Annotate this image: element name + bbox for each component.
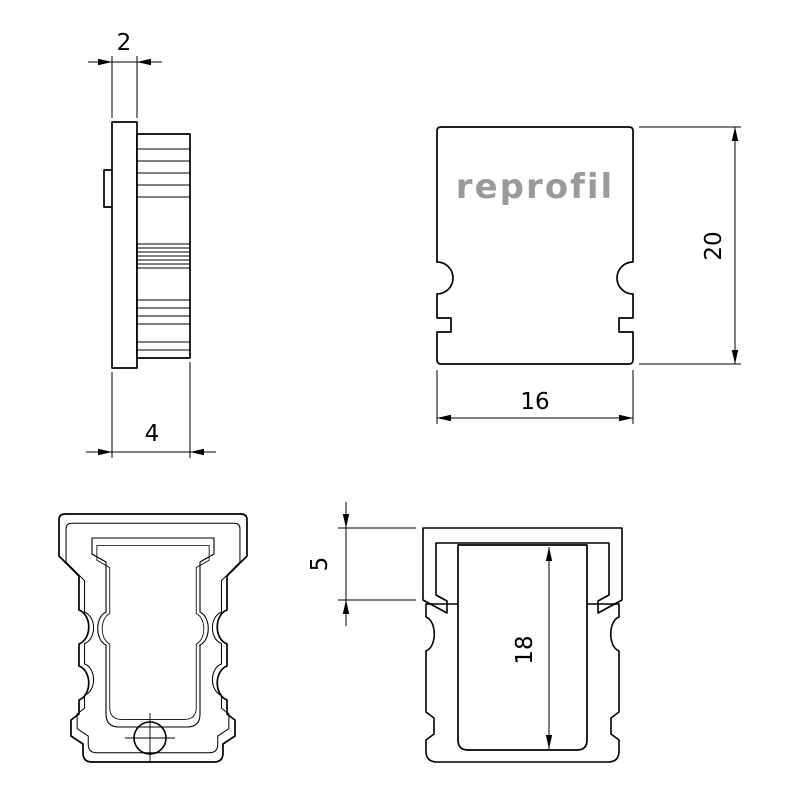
side-depth-dimension: 4 (86, 362, 216, 458)
front-view-outline (436, 126, 634, 365)
side-view-flange (111, 121, 138, 369)
section-inner-dimension: 18 (512, 547, 553, 749)
section-inner-label: 18 (512, 635, 538, 664)
arrowhead-icon (342, 514, 350, 528)
section-cap-label: 5 (307, 557, 333, 572)
profile-cavity (457, 544, 588, 751)
arrowhead-icon (98, 448, 112, 456)
arrowhead-icon (437, 414, 451, 422)
side-depth-label: 4 (145, 421, 160, 447)
side-thickness-label: 2 (117, 30, 132, 56)
side-view-rib-lines (137, 148, 190, 351)
side-thickness-dimension: 2 (88, 30, 162, 118)
front-height-dimension: 20 (639, 126, 741, 365)
side-view-body (136, 133, 191, 359)
section-cap-dimension: 5 (307, 502, 416, 626)
outline-view-inner-contour (65, 522, 241, 754)
arrowhead-icon (137, 58, 151, 66)
front-height-label: 20 (701, 231, 727, 260)
end-cap-section (422, 527, 623, 614)
outline-view (58, 513, 248, 763)
section-view: 5 18 (307, 502, 623, 763)
arrowhead-icon (342, 600, 350, 614)
arrowhead-icon (545, 547, 553, 561)
arrowhead-icon (98, 58, 112, 66)
side-view: 2 4 (86, 30, 216, 458)
front-width-dimension: 16 (436, 370, 634, 424)
profile-body (425, 603, 620, 763)
front-view: reprofil 16 20 (436, 126, 741, 424)
outline-view-channel (91, 537, 215, 728)
arrowhead-icon (619, 414, 633, 422)
arrowhead-icon (190, 448, 204, 456)
arrowhead-icon (731, 350, 739, 364)
screw-hole (125, 713, 175, 763)
arrowhead-icon (731, 127, 739, 141)
outline-view-channel-inner (96, 545, 210, 720)
front-width-label: 16 (520, 389, 549, 415)
outline-view-outer-contour (58, 513, 248, 763)
arrowhead-icon (545, 735, 553, 749)
brand-logo: reprofil (456, 167, 614, 207)
